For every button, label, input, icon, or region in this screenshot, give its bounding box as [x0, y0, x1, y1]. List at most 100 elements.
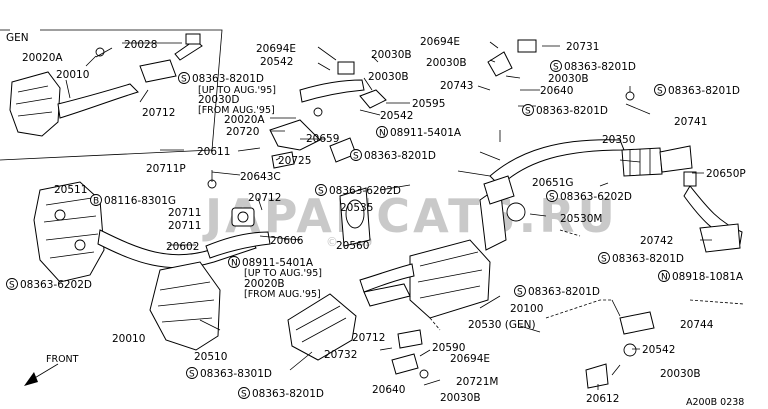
label-20651g: 20651G — [532, 177, 574, 189]
label-20542-a: 20542 — [260, 56, 293, 68]
s-circle-letter: S — [549, 193, 555, 203]
s-circle-icon — [514, 285, 526, 297]
label-20020b: 20020B — [244, 278, 285, 290]
label-20720: 20720 — [226, 126, 259, 138]
label-20542-b: 20542 — [380, 110, 413, 122]
label-20711p: 20711P — [146, 163, 186, 175]
note-from-aug95-a: [FROM AUG.'95] — [198, 105, 275, 116]
label-20590: 20590 — [432, 342, 465, 354]
n-circle-letter: N — [231, 259, 238, 269]
n-circle-icon — [658, 270, 670, 282]
label-20606: 20606 — [270, 235, 304, 247]
label-20020a-top: 20020A — [22, 52, 63, 64]
gen-box-label: GEN — [6, 32, 29, 44]
rear-pipe-drawing — [479, 39, 743, 253]
label-20511: 20511 — [54, 184, 87, 196]
s-circle-icon — [178, 72, 190, 84]
s-circle-icon — [598, 252, 610, 264]
n-circle-letter: N — [661, 273, 668, 283]
label-20731: 20731 — [566, 41, 599, 53]
label-20010-bottom: 20010 — [112, 333, 145, 345]
label-20742: 20742 — [640, 235, 673, 247]
label-20030b-e: 20030B — [440, 392, 481, 404]
s-circle-letter: S — [525, 107, 531, 117]
s-circle-letter: S — [9, 281, 15, 291]
s-circle-letter: S — [601, 255, 607, 265]
label-08363-8201d-d: 08363-8201D — [536, 105, 608, 117]
note-up-to-aug95-a: [UP TO AUG.'95] — [198, 85, 276, 96]
s-circle-letter: S — [181, 75, 187, 85]
label-20602: 20602 — [166, 241, 199, 253]
label-08363-8301d: 08363-8301D — [200, 368, 272, 380]
diagram-code: A200B 0238 — [686, 397, 744, 408]
label-20611: 20611 — [197, 146, 230, 158]
label-20030b-a: 20030B — [371, 49, 412, 61]
label-20640-b: 20640 — [372, 384, 405, 396]
label-08363-8201d-g: 08363-8201D — [528, 286, 600, 298]
b-circle-icon — [90, 194, 102, 206]
front-label: FRONT — [46, 354, 79, 365]
b-circle-letter: B — [93, 197, 99, 207]
label-20711-b: 20711 — [168, 220, 201, 232]
n-circle-letter: N — [379, 129, 386, 139]
note-up-to-aug95-b: [UP TO AUG.'95] — [244, 268, 322, 279]
label-20612: 20612 — [586, 393, 619, 405]
s-circle-icon — [654, 84, 666, 96]
label-08363-8201d-f: 08363-8201D — [612, 253, 684, 265]
label-20030b-c: 20030B — [426, 57, 467, 69]
front-arrow-icon — [24, 363, 59, 386]
label-08363-6202d-c: 08363-6202D — [560, 191, 632, 203]
label-20659: 20659 — [306, 133, 339, 145]
s-circle-icon — [238, 387, 250, 399]
s-circle-letter: S — [241, 390, 247, 400]
center-muffler-drawing — [287, 187, 491, 361]
s-circle-letter: S — [318, 187, 324, 197]
s-circle-icon — [546, 190, 558, 202]
s-circle-icon — [6, 278, 18, 290]
label-20694e-a: 20694E — [256, 43, 296, 55]
gen-front-pipe-drawing — [9, 33, 203, 137]
label-20020a-mid: 20020A — [224, 114, 265, 126]
label-20030d: 20030D — [198, 94, 240, 106]
label-20030b-f: 20030B — [660, 368, 701, 380]
gen-inset-frame — [0, 29, 223, 161]
label-20028: 20028 — [124, 39, 157, 51]
label-20350: 20350 — [602, 134, 635, 146]
front-exhaust-manifold-drawing — [33, 170, 271, 351]
label-20694e-b: 20694E — [420, 36, 460, 48]
s-circle-letter: S — [553, 63, 559, 73]
label-20542-c: 20542 — [642, 344, 675, 356]
label-08363-6202d-a: 08363-6202D — [329, 185, 401, 197]
label-20744: 20744 — [680, 319, 714, 331]
label-20100: 20100 — [510, 303, 543, 315]
label-20030b-d: 20030B — [548, 73, 589, 85]
label-20030b-b: 20030B — [368, 71, 409, 83]
label-08363-8201d-e: 08363-8201D — [668, 85, 740, 97]
label-20741: 20741 — [674, 116, 707, 128]
n-circle-icon — [228, 256, 240, 268]
label-20530-gen: 20530 (GEN) — [468, 319, 536, 331]
s-circle-icon — [350, 149, 362, 161]
label-08911-5401a-b: 08911-5401A — [390, 127, 462, 139]
label-20711-a: 20711 — [168, 207, 201, 219]
label-20712-top: 20712 — [142, 107, 175, 119]
label-20725: 20725 — [278, 155, 311, 167]
label-08116-8301g: 08116-8301G — [104, 195, 176, 207]
s-circle-letter: S — [657, 87, 663, 97]
label-20732: 20732 — [324, 349, 357, 361]
label-20535: 20535 — [340, 202, 373, 214]
label-20721m: 20721M — [456, 376, 498, 388]
label-20560: 20560 — [336, 240, 369, 252]
note-from-aug95-b: [FROM AUG.'95] — [244, 289, 321, 300]
label-20530m: 20530M — [560, 213, 602, 225]
watermark: JAPANCATS.RU — [202, 189, 618, 243]
label-08363-6202d-b: 08363-6202D — [20, 279, 92, 291]
label-08363-8201d-h: 08363-8201D — [252, 388, 324, 400]
upper-center-pipe-drawing — [269, 61, 387, 169]
label-08918-1081a: 08918-1081A — [672, 271, 744, 283]
n-circle-icon — [376, 126, 388, 138]
label-20650p: 20650P — [706, 168, 746, 180]
s-circle-letter: S — [353, 152, 359, 162]
